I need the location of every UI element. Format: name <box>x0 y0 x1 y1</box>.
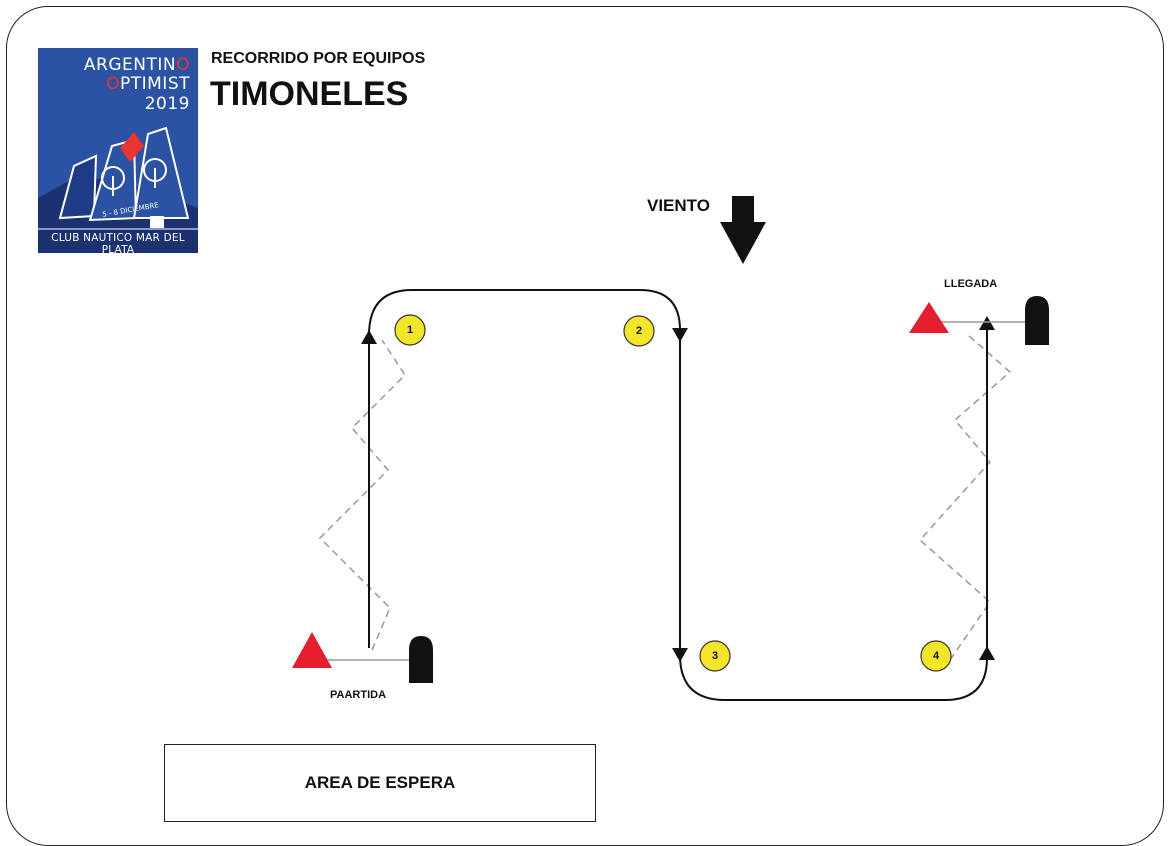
logo-line-argentino: ARGENTINO <box>83 55 190 75</box>
mark-3 <box>699 640 731 672</box>
mark-4-number: 4 <box>932 650 940 662</box>
logo-line-optimist: OPTIMIST <box>106 74 190 94</box>
tacking-path-right <box>918 334 1012 661</box>
start-committee-boat-icon <box>409 636 433 683</box>
page-subtitle: RECORRIDO POR EQUIPOS <box>211 50 426 67</box>
finish-pin-flag-icon <box>909 302 949 333</box>
course-arrow-down-mark2 <box>672 328 688 342</box>
mark-3-number: 3 <box>711 650 719 662</box>
mark-1 <box>394 314 426 346</box>
course-line <box>368 289 988 701</box>
start-pin-flag-icon <box>292 632 332 668</box>
waiting-area-label: AREA DE ESPERA <box>304 773 456 792</box>
page-title: TIMONELES <box>210 75 409 113</box>
wind-direction-arrow-icon <box>720 196 766 264</box>
logo-line-year: 2019 <box>144 94 190 114</box>
tacking-path-left <box>318 339 406 651</box>
course-arrow-up-mark4 <box>979 646 995 660</box>
mark-2-number: 2 <box>635 325 643 337</box>
mark-2 <box>623 315 655 347</box>
finish-committee-boat-icon <box>1025 296 1049 345</box>
logo-club-name: CLUB NAUTICO MAR DEL PLATA <box>51 232 185 253</box>
waiting-area-box: AREA DE ESPERA <box>164 744 596 822</box>
course-diagram <box>292 196 1049 701</box>
start-label: PAARTIDA <box>330 689 387 701</box>
mark-4 <box>920 640 952 672</box>
event-logo: ARGENTINO OPTIMIST 2019 5 - 8 DICIEMBRE … <box>38 48 198 253</box>
course-arrow-up-left <box>361 330 377 344</box>
course-arrow-up-finish <box>979 316 995 330</box>
mark-1-number: 1 <box>406 324 414 336</box>
course-arrow-down-mark3 <box>672 648 688 662</box>
wind-label: VIENTO <box>647 196 710 215</box>
logo-sails-graphic <box>38 126 198 253</box>
finish-label: LLEGADA <box>944 278 998 290</box>
